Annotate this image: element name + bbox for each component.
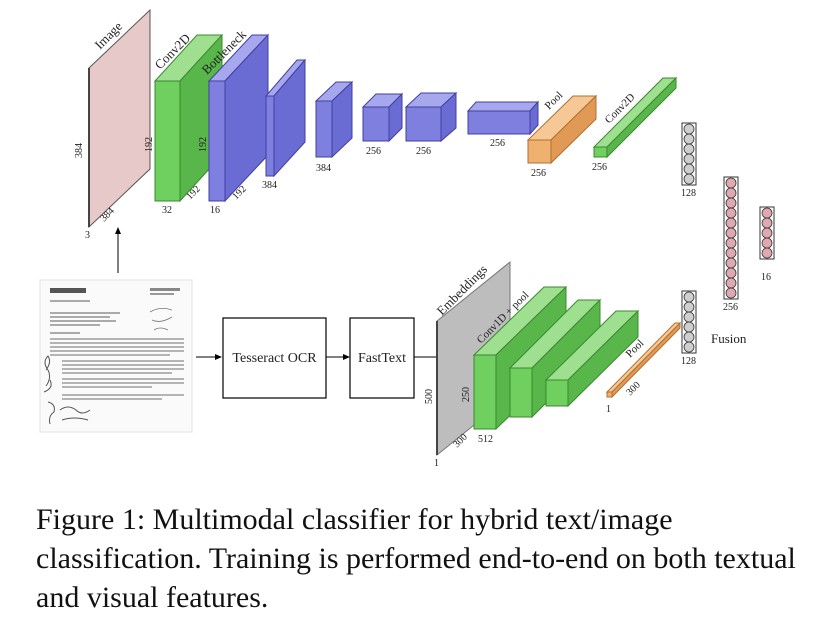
output-layer <box>759 206 775 260</box>
text-pool-dim-height: 1 <box>606 404 611 415</box>
document-to-image-arrow <box>115 227 121 273</box>
tesseract-ocr-label: Tesseract OCR <box>232 351 317 366</box>
caption-line-1: Figure 1: Multimodal classifier for hybr… <box>36 503 673 536</box>
fasttext-box <box>349 317 415 399</box>
fusion-dim: 256 <box>723 302 738 313</box>
embeddings-dim-height: 500 <box>424 389 435 404</box>
visual-dense-layer <box>681 122 697 186</box>
visual-block-4 <box>404 91 458 143</box>
conv1d-dim-height: 250 <box>461 387 472 402</box>
embeddings-dim-channels: 1 <box>434 458 439 469</box>
fusion-label: Fusion <box>711 331 747 346</box>
bottleneck-dim-height: 192 <box>198 137 209 152</box>
caption-line-2: classification. Training is performed en… <box>36 542 796 575</box>
visual-pool-layer <box>526 94 598 165</box>
output-dim: 16 <box>761 272 771 283</box>
conv1d-dim-filters: 512 <box>478 434 493 445</box>
image-dim-channels: 3 <box>85 230 90 241</box>
image-dim-height: 384 <box>74 143 85 158</box>
conv2d-small-layer <box>592 76 678 159</box>
text-dense-layer <box>681 290 697 354</box>
conv2d-dim-height: 192 <box>144 137 155 152</box>
figure-caption: Figure 1: Multimodal classifier for hybr… <box>36 500 798 617</box>
tesseract-ocr-box <box>222 317 327 399</box>
fasttext-label: FastText <box>358 351 406 366</box>
fusion-layer <box>723 176 739 300</box>
visual-block-5 <box>466 100 540 136</box>
caption-line-3: and visual features. <box>36 581 269 614</box>
image-input-layer <box>88 8 151 229</box>
text-dense-dim: 128 <box>681 356 696 367</box>
visual-block-5-dim: 256 <box>490 138 505 149</box>
visual-pool-dim: 256 <box>531 168 546 179</box>
visual-block-1 <box>264 58 307 178</box>
visual-block-4-dim: 256 <box>416 146 431 157</box>
architecture-diagram: Image 384 384 3 Conv2D 192 192 32 Bottle… <box>39 8 775 469</box>
visual-block-3 <box>361 92 404 143</box>
ocr-to-fasttext-arrow <box>326 354 350 360</box>
visual-block-2-dim: 384 <box>316 163 331 174</box>
document-to-ocr-arrow <box>196 354 222 360</box>
conv2d-dim-channels: 32 <box>162 205 172 216</box>
conv1d-block-3 <box>544 309 640 408</box>
visual-block-3-dim: 256 <box>366 146 381 157</box>
visual-block-2 <box>314 80 354 159</box>
scanned-document-image <box>39 279 193 433</box>
bottleneck-dim-channels: 16 <box>210 205 220 216</box>
text-pool-dim-width: 300 <box>624 380 642 398</box>
visual-dense-dim: 128 <box>681 188 696 199</box>
text-pool-layer <box>605 321 682 399</box>
visual-block-1-dim: 384 <box>262 180 277 191</box>
conv2d-small-dim: 256 <box>592 162 607 173</box>
